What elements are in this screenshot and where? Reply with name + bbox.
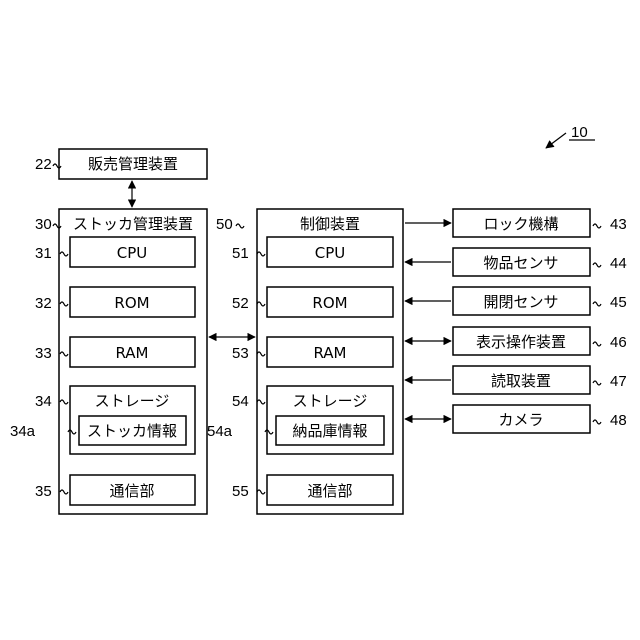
ref-45: 45 [610,294,627,311]
ref-34: 34 [35,393,52,410]
ref-54a: 54a [207,423,233,440]
control-comm-label: 通信部 [307,482,352,500]
stocker-cpu-label: CPU [117,244,148,262]
control-ram-label: RAM [313,344,346,362]
control-device: 制御装置 50 CPU 51 ROM 52 RAM 53 ストレージ 54 納品… [207,209,403,514]
ref-50-leader [236,224,244,228]
stocker-ram-label: RAM [115,344,148,362]
reader-device: 読取装置 47 [405,366,627,394]
ref-52: 52 [232,295,249,312]
figure-reference: 10 [546,124,595,148]
stocker-info-label: ストッカ情報 [87,422,177,440]
control-rom-label: ROM [312,294,347,312]
figure-number: 10 [571,124,588,141]
item-sensor-label: 物品センサ [483,254,558,272]
control-cpu-label: CPU [315,244,346,262]
ref-33: 33 [35,345,52,362]
ref-44-leader [593,263,601,267]
open-close-sensor-label: 開閉センサ [483,293,558,311]
ref-47: 47 [610,373,627,390]
ref-51: 51 [232,245,249,262]
ref-35: 35 [35,483,52,500]
ref-45-leader [593,302,601,306]
lock-mechanism-label: ロック機構 [483,215,558,233]
ref-48-leader [593,420,601,424]
ref-48: 48 [610,412,627,429]
ref-34a: 34a [10,423,36,440]
reader-label: 読取装置 [491,372,551,390]
ref-31: 31 [35,245,52,262]
stocker-rom-label: ROM [114,294,149,312]
sales-management-device: 販売管理装置 22 [35,149,207,179]
ref-43: 43 [610,216,627,233]
ref-22: 22 [35,156,52,173]
ref-50: 50 [216,216,233,233]
stocker-management-device: ストッカ管理装置 30 CPU 31 ROM 32 RAM 33 ストレージ 3… [10,209,207,514]
stocker-storage-label: ストレージ [95,392,170,410]
lock-mechanism: ロック機構 43 [405,209,627,237]
ref-53: 53 [232,345,249,362]
ref-55: 55 [232,483,249,500]
open-close-sensor: 開閉センサ 45 [405,287,627,315]
camera-label: カメラ [498,411,543,429]
display-operation-label: 表示操作装置 [476,333,566,351]
sales-management-label: 販売管理装置 [88,155,178,173]
display-operation-device: 表示操作装置 46 [405,327,627,355]
stocker-management-title: ストッカ管理装置 [73,215,193,233]
control-storage-label: ストレージ [293,392,368,410]
camera-device: カメラ 48 [405,405,627,433]
ref-44: 44 [610,255,627,272]
stocker-comm-label: 通信部 [109,482,154,500]
control-info-label: 納品庫情報 [292,422,367,440]
ref-43-leader [593,224,601,228]
ref-54: 54 [232,393,249,410]
ref-32: 32 [35,295,52,312]
ref-46-leader [593,342,601,346]
control-title: 制御装置 [300,215,360,233]
ref-46: 46 [610,334,627,351]
ref-47-leader [593,381,601,385]
figure-pointer-arrow [546,133,566,148]
ref-30: 30 [35,216,52,233]
item-sensor: 物品センサ 44 [405,248,627,276]
